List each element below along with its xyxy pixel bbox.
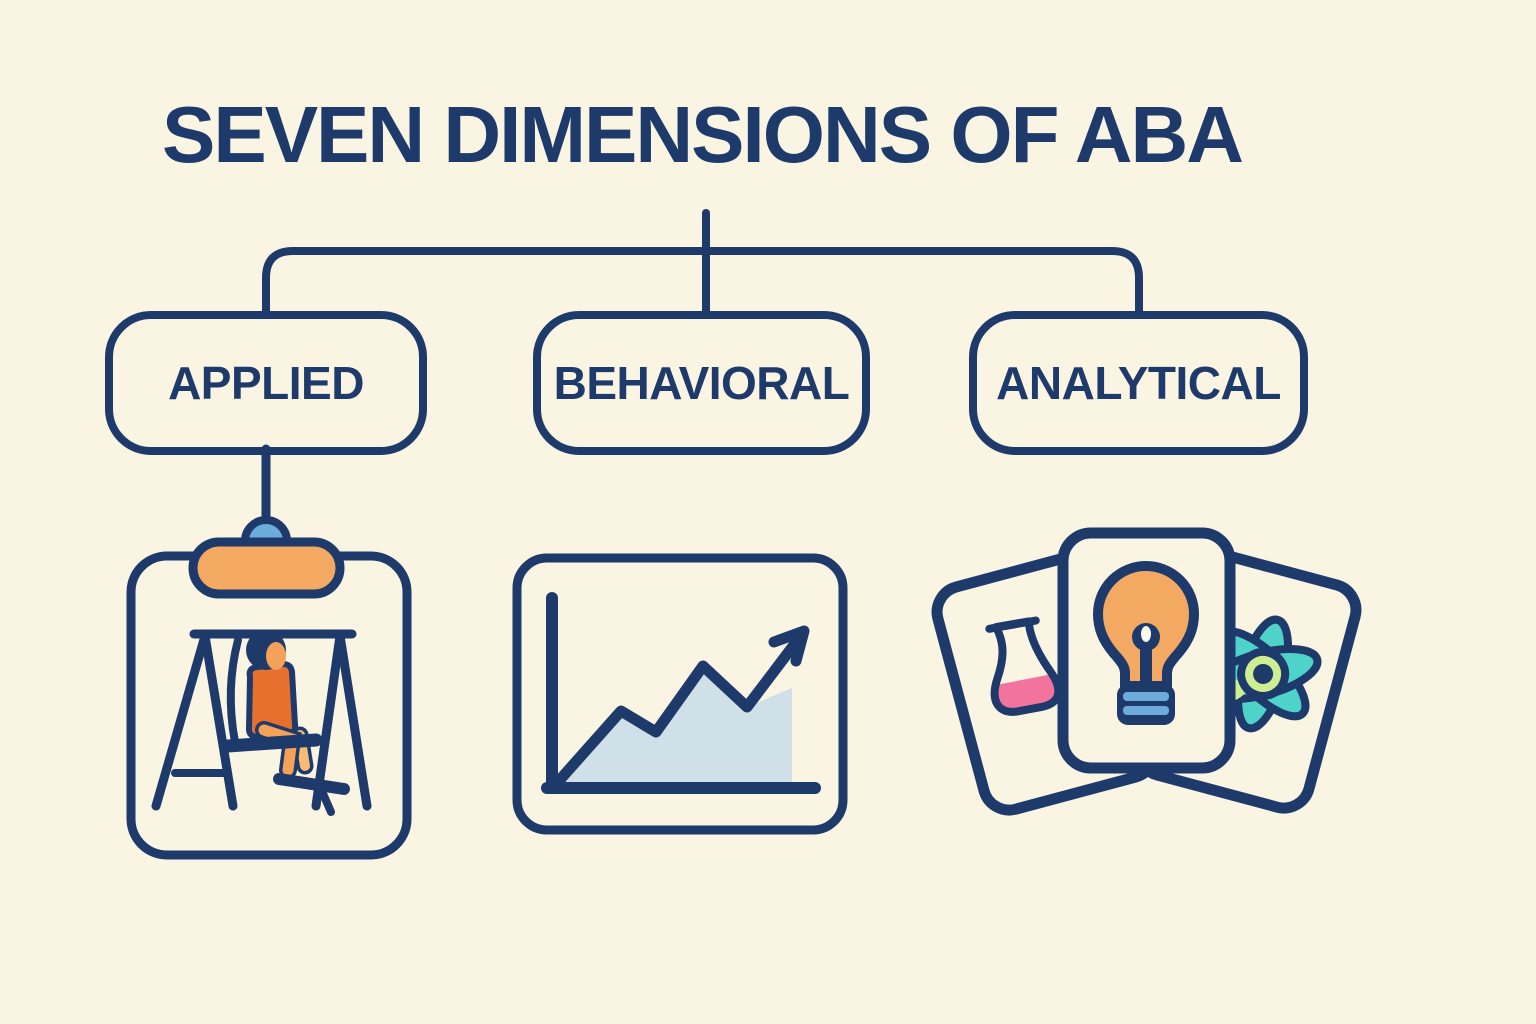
flask-icon	[985, 616, 1063, 716]
node-box-analytical: ANALYTICAL	[969, 311, 1308, 455]
child-face	[266, 642, 286, 670]
rising-line-chart-icon	[512, 553, 848, 835]
child-torso	[246, 661, 299, 740]
child-figure	[221, 630, 350, 816]
clipboard-clip	[188, 537, 345, 599]
lightbulb-base-stripe-1	[1123, 692, 1169, 701]
swing-right-leg-a	[311, 631, 345, 811]
lightbulb-filament-stem	[1140, 645, 1152, 689]
node-label-behavioral: BEHAVIORAL	[553, 357, 850, 409]
atom-nucleus-dot	[1253, 663, 1274, 684]
flashcard-lightbulb	[1057, 527, 1236, 774]
node-label-analytical: ANALYTICAL	[996, 357, 1281, 409]
node-label-applied: APPLIED	[168, 357, 364, 409]
swing-footrest	[273, 773, 350, 795]
flashcards-flask-lightbulb-atom-icon	[931, 527, 1362, 816]
lightbulb-filament-hole	[1141, 626, 1151, 642]
flask-liquid	[996, 674, 1057, 711]
swing-back-post	[226, 636, 242, 746]
chart-trend-line	[551, 627, 809, 789]
swing-set	[151, 629, 372, 811]
lightbulb-base	[1117, 684, 1175, 725]
chart-arrowhead	[768, 625, 810, 667]
node-box-behavioral: BEHAVIORAL	[533, 311, 870, 455]
tree-branch-line	[262, 247, 1143, 315]
swing-footrest-support	[317, 785, 335, 816]
swing-right-leg-b	[335, 631, 372, 811]
swing-seat	[221, 733, 323, 753]
child-on-swing-clipboard-icon	[126, 444, 412, 860]
tree-connector	[262, 209, 1143, 315]
atom-icon	[1204, 615, 1322, 733]
swing-left-leg-b	[200, 631, 238, 811]
flask-outline	[990, 617, 1063, 716]
swing-left-leg-a	[151, 631, 210, 811]
page-title: SEVEN DIMENSIONS OF ABA	[161, 90, 1244, 179]
flask-rim	[985, 616, 1040, 633]
lightbulb-base-stripe-2	[1123, 706, 1169, 715]
